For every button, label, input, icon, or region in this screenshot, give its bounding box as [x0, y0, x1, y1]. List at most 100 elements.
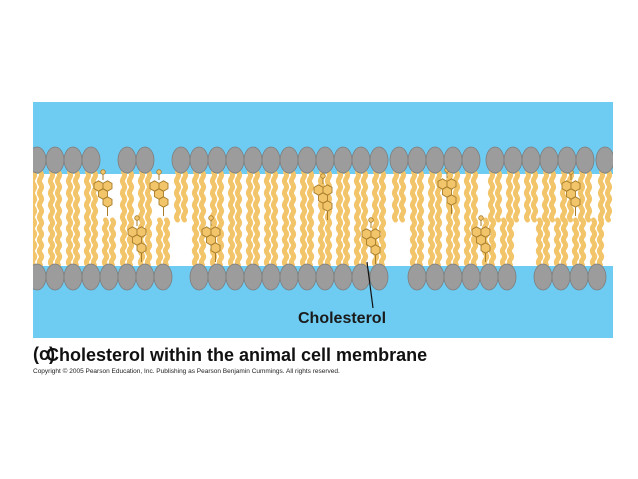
top-phospholipid-tail	[83, 169, 92, 223]
top-phospholipid-tail	[198, 169, 207, 223]
bottom-phospholipid-tail	[101, 217, 110, 268]
bottom-phospholipid-tail	[488, 217, 497, 268]
cholesterol-ring	[370, 244, 381, 256]
top-phospholipid-tail	[378, 169, 387, 223]
cholesterol-molecule	[437, 167, 457, 214]
callout-line	[366, 261, 374, 309]
bottom-phospholipid-tail	[36, 217, 45, 268]
bottom-phospholipid-tail	[252, 217, 261, 268]
cholesterol-molecule	[93, 169, 113, 216]
bottom-phospholipid-tail	[299, 217, 308, 268]
cholesterol-hydroxyl	[134, 215, 140, 221]
top-phospholipid-tail	[335, 169, 344, 223]
bottom-phospholipid-tail	[317, 217, 326, 268]
bottom-phospholipid-tail	[416, 217, 425, 268]
top-phospholipid-tail	[72, 169, 81, 223]
bottom-phospholipid-tail	[155, 217, 164, 268]
top-phospholipid-tail	[126, 169, 135, 223]
top-phospholipid-tail	[416, 169, 425, 223]
top-phospholipid-tail	[191, 169, 200, 223]
cholesterol-hydroxyl	[100, 169, 106, 175]
top-phospholipid-tail	[288, 169, 297, 223]
top-phospholipid-tail	[371, 169, 380, 223]
bottom-phospholipid-tail	[553, 217, 562, 268]
panel-letter: (c)	[33, 344, 55, 364]
top-phospholipid-tail	[434, 169, 443, 223]
bottom-phospholipid-head	[99, 263, 119, 291]
top-phospholipid-tail	[54, 169, 63, 223]
cholesterol-molecule	[361, 217, 381, 264]
bottom-phospholipid-head	[297, 263, 317, 291]
top-phospholipid-head	[539, 146, 559, 174]
top-phospholipid-tail	[245, 169, 254, 223]
top-phospholipid-tail	[144, 169, 153, 223]
bottom-phospholipid-tail	[54, 217, 63, 268]
top-phospholipid-tail	[494, 169, 503, 223]
top-phospholipid-tail	[530, 169, 539, 223]
bottom-phospholipid-head	[225, 263, 245, 291]
top-phospholipid-tail	[306, 169, 315, 223]
top-phospholipid-tail	[270, 169, 279, 223]
top-phospholipid-head	[333, 146, 353, 174]
bottom-phospholipid-tail	[342, 217, 351, 268]
top-phospholipid-tail	[173, 169, 182, 223]
bottom-phospholipid-head	[135, 263, 155, 291]
bottom-phospholipid-tail	[281, 217, 290, 268]
bottom-phospholipid-tail	[571, 217, 580, 268]
top-phospholipid-head	[351, 146, 371, 174]
bottom-phospholipid-tail	[596, 217, 605, 268]
cholesterol-ring	[322, 200, 333, 212]
bottom-phospholipid-tail	[427, 217, 436, 268]
cholesterol-ring	[136, 242, 147, 254]
cholesterol-molecule	[149, 169, 169, 216]
bottom-phospholipid-tail	[288, 217, 297, 268]
bottom-phospholipid-tail	[227, 217, 236, 268]
top-phospholipid-head	[389, 146, 409, 174]
top-phospholipid-tail	[252, 169, 261, 223]
bottom-phospholipid-tail	[470, 217, 479, 268]
top-phospholipid-head	[315, 146, 335, 174]
top-phospholipid-tail	[391, 169, 400, 223]
top-phospholipid-tail	[577, 169, 586, 223]
top-phospholipid-tail	[452, 169, 461, 223]
cholesterol-ring	[210, 242, 221, 254]
bottom-phospholipid-tail	[263, 217, 272, 268]
bottom-phospholipid-tail	[353, 217, 362, 268]
top-phospholipid-head	[261, 146, 281, 174]
cholesterol-molecule	[313, 173, 333, 220]
top-phospholipid-head	[117, 146, 137, 174]
top-phospholipid-head	[45, 146, 65, 174]
bottom-phospholipid-head	[479, 263, 499, 291]
bottom-phospholipid-tail	[144, 217, 153, 268]
cholesterol-molecule	[471, 215, 491, 262]
top-phospholipid-tail	[209, 169, 218, 223]
top-phospholipid-head	[135, 146, 155, 174]
bottom-phospholipid-head	[369, 263, 389, 291]
bottom-phospholipid-head	[63, 263, 83, 291]
bottom-phospholipid-tail	[452, 217, 461, 268]
bottom-phospholipid-head	[207, 263, 227, 291]
top-phospholipid-tail	[559, 169, 568, 223]
bottom-phospholipid-tail	[589, 217, 598, 268]
cholesterol-ring	[480, 242, 491, 254]
top-phospholipid-head	[407, 146, 427, 174]
top-phospholipid-tail	[360, 169, 369, 223]
cholesterol-hydroxyl	[368, 217, 374, 223]
top-phospholipid-tail	[90, 169, 99, 223]
bottom-phospholipid-tail	[198, 217, 207, 268]
top-phospholipid-tail	[65, 169, 74, 223]
top-phospholipid-tail	[299, 169, 308, 223]
copyright-notice: Copyright © 2005 Pearson Education, Inc.…	[33, 368, 340, 375]
bottom-phospholipid-tail	[360, 217, 369, 268]
bottom-phospholipid-head	[117, 263, 137, 291]
bottom-phospholipid-tail	[245, 217, 254, 268]
bottom-phospholipid-tail	[119, 217, 128, 268]
bottom-phospholipid-tail	[270, 217, 279, 268]
bottom-phospholipid-tail	[47, 217, 56, 268]
top-phospholipid-tail	[463, 169, 472, 223]
bottom-phospholipid-tail	[535, 217, 544, 268]
bottom-phospholipid-head	[407, 263, 427, 291]
bottom-phospholipid-head	[189, 263, 209, 291]
bottom-phospholipid-tail	[65, 217, 74, 268]
bottom-phospholipid-tail	[560, 217, 569, 268]
